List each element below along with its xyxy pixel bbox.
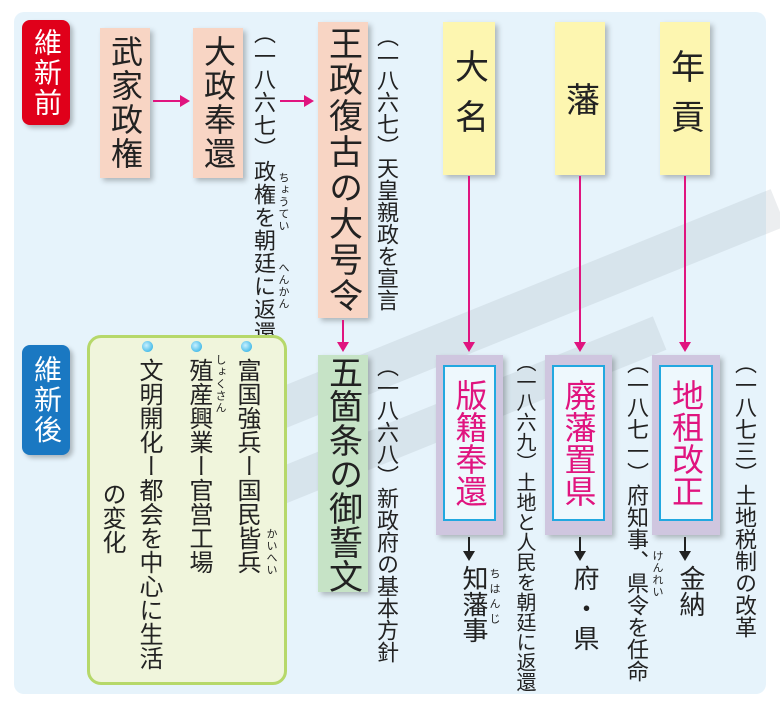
hanseki-note: （一八六九）土地と人民を朝廷に返還 [513,352,537,692]
arrow-down-icon [679,537,691,561]
bullet-icon [142,341,153,352]
nengu-box: 年貢 [660,22,710,175]
haihan-note: （一八七一）府知事、県令を任命 [623,352,648,682]
chiso-note: （一八七三）土地税制の改革 [731,352,756,638]
fu-ken-text: 府・県 [569,565,599,655]
before-restoration-label: 維新前 [22,20,70,125]
arrow-down-icon [463,176,475,352]
ruby-chihanji: ちはんじ [488,568,501,628]
ruby-kenrei: けんれい [651,550,664,598]
chihanji-text: 知藩事 [458,565,488,643]
arrow-right-icon [153,95,190,107]
kinnou-text: 金納 [675,565,705,617]
arrow-down-icon [679,176,691,352]
bullet-icon [241,341,252,352]
daimyo-text: 大名 [448,48,489,149]
ruby-henkan: へんかん [277,262,290,310]
policy-bunmei-kaika: 文明開化ー都会を中心に生活 [135,358,163,670]
haihan-chiken-box: 廃藩置県 [545,355,612,535]
ruby-shokusan: しょくさん [214,354,227,414]
arrow-down-icon [463,537,475,561]
arrow-down-icon [574,537,586,561]
gokajo-text: 五箇条の御誓文 [322,354,363,593]
ruby-choutei: ちょうてい [277,172,290,232]
buke-text: 武家政権 [106,35,144,171]
chiso-text: 地租改正 [667,379,705,507]
after-restoration-label: 維新後 [22,345,70,455]
ruby-kaihei: かいへい [265,528,278,576]
policy-shokusan-kogyo: 殖産興業ー官営工場 [185,358,213,574]
chiso-kaisei-box: 地租改正 [652,355,720,535]
policies-box [87,335,287,685]
after-label-text: 維新後 [30,355,63,445]
arrow-down-icon [574,176,586,352]
taisei-note: （一八六七）政権を朝廷に返還 [250,22,275,344]
ousei-fukko-box: 王政復古の大号令 [318,22,368,318]
gokajo-note: （一八六八）新政府の基本方針 [373,355,398,663]
before-label-text: 維新前 [30,27,63,118]
arrow-down-icon [337,320,349,352]
arrow-right-icon [280,95,314,107]
han-box: 藩 [555,22,605,175]
daimyo-box: 大名 [443,22,495,175]
nengu-text: 年貢 [664,48,705,149]
policy-suffix: の変化 [98,482,126,554]
han-text: 藩 [559,81,600,116]
policy-fukoku-kyohei: 富国強兵ー国民皆兵 [233,358,261,574]
hanseki-text: 版籍奉還 [450,379,489,507]
taisei-text: 大政奉還 [199,35,237,171]
ousei-note: （一八六七）天皇親政を宣言 [373,25,398,311]
gokajo-box: 五箇条の御誓文 [318,354,368,593]
hanseki-houkan-box: 版籍奉還 [436,355,503,535]
ousei-text: 王政復古の大号令 [322,26,363,314]
bullet-icon [191,341,202,352]
taisei-houkan-box: 大政奉還 [193,28,243,178]
haihan-text: 廃藩置県 [559,379,598,507]
buke-seiken-box: 武家政権 [100,28,150,178]
